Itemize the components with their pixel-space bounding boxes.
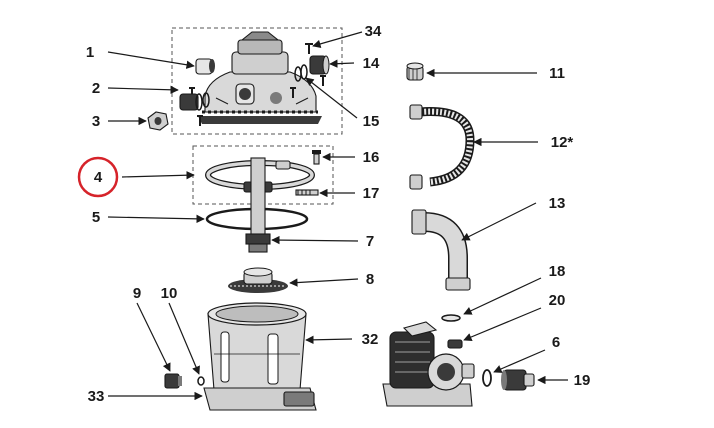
part-13-elbow (411, 209, 471, 291)
callout-2: 2 (92, 80, 100, 97)
part-16-bolt (312, 150, 321, 165)
part-1-plug (195, 58, 215, 75)
part-9-drain-plug (164, 373, 182, 389)
valve-screws (189, 43, 326, 126)
callout-15: 15 (363, 113, 380, 130)
callout-9: 9 (133, 285, 141, 302)
callout-16: 16 (363, 149, 380, 166)
part-32-tank (207, 302, 307, 391)
part-14-fitting (294, 55, 330, 82)
part-2-fitting (179, 92, 210, 111)
callout-14: 14 (363, 55, 380, 72)
leader-lines (107, 31, 568, 401)
multiport-valve (198, 31, 322, 124)
part-19-union (501, 369, 535, 391)
valve-assembly-frame (171, 27, 343, 135)
part-6-o-ring (482, 369, 492, 387)
part-3-nut (147, 111, 169, 131)
callout-3: 3 (92, 113, 100, 130)
callout-8: 8 (366, 271, 374, 288)
part-10-o-ring (197, 376, 205, 386)
part-20-pump (382, 321, 475, 407)
highlight-circle (77, 156, 119, 198)
callout-7: 7 (366, 233, 374, 250)
part-7-standpipe (245, 157, 271, 253)
callout-13: 13 (549, 195, 566, 212)
callout-4: 4 (94, 169, 103, 186)
part-18-o-ring (441, 314, 461, 322)
callout-33: 33 (88, 388, 105, 405)
part-17-screw (295, 189, 319, 196)
part-33-base (203, 387, 317, 411)
callout-20: 20 (549, 292, 566, 309)
part-8-lateral (228, 267, 288, 293)
callout-32: 32 (362, 331, 379, 348)
callout-34: 34 (365, 23, 382, 40)
callout-11: 11 (549, 65, 565, 82)
callout-17: 17 (363, 185, 380, 202)
callout-5: 5 (92, 209, 100, 226)
callout-19: 19 (574, 372, 591, 389)
callout-6: 6 (552, 334, 560, 351)
part-11-adapter (406, 62, 424, 81)
callout-labels: 1 2 3 4 5 6 7 8 9 10 11 12* 13 14 15 16 … (86, 23, 591, 405)
callout-18: 18 (549, 263, 566, 280)
part-12-hose (409, 104, 475, 190)
callout-12: 12* (551, 134, 574, 151)
callout-10: 10 (161, 285, 178, 302)
callout-1: 1 (86, 44, 94, 61)
